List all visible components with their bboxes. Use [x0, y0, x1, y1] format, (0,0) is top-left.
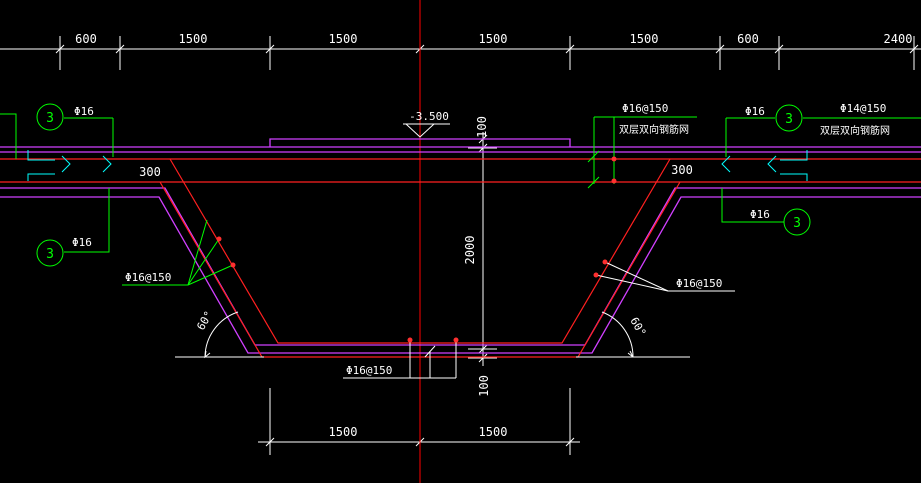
reference-circle [775, 104, 803, 132]
callout-left-upper: 3 Φ16 [0, 103, 114, 159]
elevation-label: -3.500 [409, 110, 449, 123]
angle-label-right: 60° [627, 315, 648, 339]
bar-label: Φ16 [74, 105, 94, 118]
rebar-point [216, 236, 222, 242]
callout-right-lower: 3 Φ16 [721, 188, 811, 236]
rebar-point [593, 272, 599, 278]
angle-label-left: 60° [194, 309, 215, 333]
top-dimension-chain [0, 36, 921, 70]
rebar-point [611, 178, 617, 184]
bar-label: Φ16@150 [346, 364, 392, 377]
dim-top-1: 600 [75, 32, 97, 46]
callout-left-lower: 3 Φ16 [36, 188, 110, 267]
reference-circle [36, 103, 64, 131]
tag-number: 3 [46, 247, 54, 262]
reference-circle [783, 208, 811, 236]
dim-vertical-bottom: 100 [477, 375, 491, 397]
rebar-point [611, 156, 617, 162]
bar-label: Φ16 [750, 208, 770, 221]
rebar-point [407, 337, 413, 343]
tag-number: 3 [793, 216, 801, 231]
reference-circle [36, 239, 64, 267]
rebar-point [602, 259, 608, 265]
bar-label: Φ16 [745, 105, 765, 118]
bar-label: Φ16@150 [622, 102, 668, 115]
dim-top-6: 600 [737, 32, 759, 46]
callout-bottom-slab: Φ16@150 [343, 337, 459, 379]
tag-number: 3 [46, 111, 54, 126]
concrete-outline [0, 138, 921, 354]
bar-label: Φ16 [72, 236, 92, 249]
callout-right-mesh-b: Φ14@150 双层双向钢筋网 [803, 102, 921, 137]
dim-top-7: 2400 [884, 32, 913, 46]
waterstop-left [27, 150, 112, 181]
dim-vertical-mid: 2000 [463, 236, 477, 265]
dim-bottom-2: 1500 [479, 425, 508, 439]
cover-label-right: 300 [671, 163, 693, 177]
rebar-point [230, 262, 236, 268]
tag-number: 3 [785, 112, 793, 127]
bar-label: Φ16@150 [125, 271, 171, 284]
bar-label: Φ16@150 [676, 277, 722, 290]
angle-markers [175, 311, 690, 359]
bar-label: Φ14@150 [840, 102, 886, 115]
dim-top-4: 1500 [479, 32, 508, 46]
callout-right-mesh-a: Φ16@150 双层双向钢筋网 [587, 102, 697, 189]
waterstop-right [721, 150, 808, 181]
rebar-lines [0, 158, 921, 358]
dim-vertical-top: 100 [475, 116, 489, 138]
cover-label-left: 300 [139, 165, 161, 179]
dim-top-2: 1500 [179, 32, 208, 46]
rebar-point [453, 337, 459, 343]
callout-right-upper: 3 Φ16 [725, 104, 803, 157]
mesh-note: 双层双向钢筋网 [619, 123, 689, 136]
mesh-note: 双层双向钢筋网 [820, 124, 890, 137]
callout-right-slope: Φ16@150 [593, 259, 735, 292]
elevation-marker [403, 123, 450, 138]
dim-top-3: 1500 [329, 32, 358, 46]
dim-top-5: 1500 [630, 32, 659, 46]
bottom-dimension-chain [258, 388, 580, 455]
callout-left-slope: Φ16@150 [122, 219, 236, 286]
dim-bottom-1: 1500 [329, 425, 358, 439]
